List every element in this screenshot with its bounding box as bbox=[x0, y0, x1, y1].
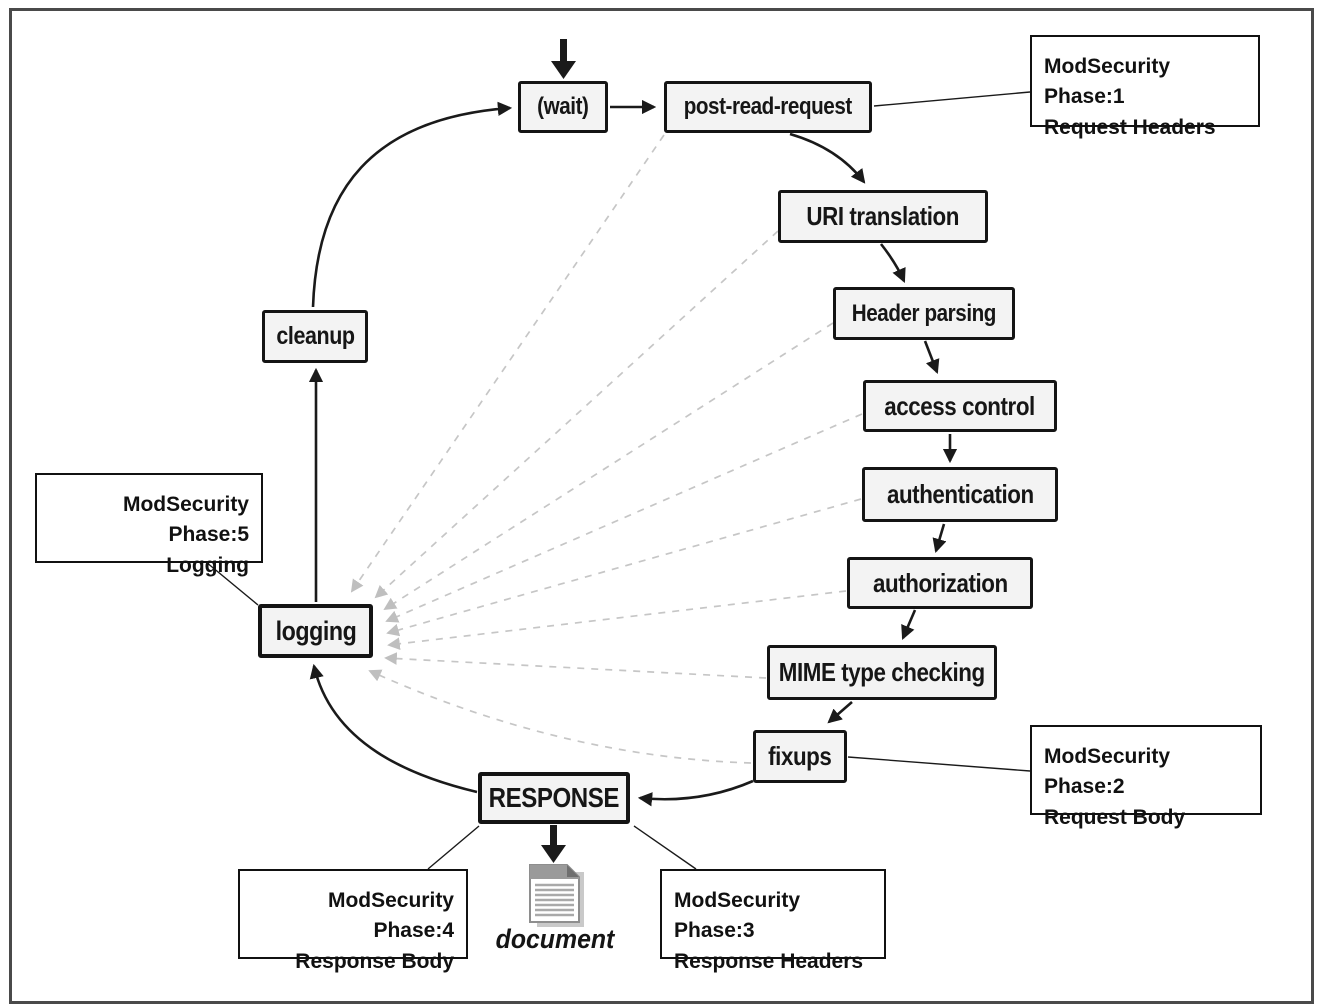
dashed-post-read-to-logging bbox=[350, 134, 665, 593]
annotation-phase5-line1: ModSecurity Phase:5 bbox=[122, 493, 249, 547]
node-fixups-label: fixups bbox=[768, 741, 832, 771]
node-authorization-label: authorization bbox=[872, 567, 1008, 598]
arrow-authz-to-mime bbox=[901, 609, 917, 640]
leader-lines bbox=[205, 91, 1031, 870]
annotation-phase2-line1: ModSecurity Phase:2 bbox=[1044, 745, 1171, 799]
node-mime-type-checking-label: MIME type checking bbox=[779, 657, 985, 687]
annotation-phase1-line1: ModSecurity Phase:1 bbox=[1044, 55, 1171, 109]
arrow-response-to-document bbox=[541, 825, 566, 863]
dashed-authn-to-logging bbox=[386, 498, 862, 637]
node-response-label: RESPONSE bbox=[488, 782, 620, 813]
annotation-phase4-line1: ModSecurity Phase:4 bbox=[327, 889, 454, 943]
dashed-header-to-logging bbox=[383, 322, 834, 611]
flow-arrows bbox=[308, 99, 958, 807]
annotation-phase4: ModSecurity Phase:4 Response Body bbox=[238, 869, 468, 973]
thick-arrows bbox=[541, 39, 576, 863]
leader-phase1 bbox=[873, 91, 1031, 107]
leader-phase5 bbox=[205, 561, 259, 606]
node-header-parsing: Header parsing bbox=[833, 287, 1015, 340]
node-post-read-request: post-read-request bbox=[664, 81, 872, 133]
arrow-post-read-to-uri bbox=[789, 132, 866, 184]
annotation-phase5-line2: Logging bbox=[166, 553, 249, 577]
node-authentication-label: authentication bbox=[886, 479, 1034, 509]
document-icon bbox=[529, 864, 584, 927]
node-uri-translation-label: URI translation bbox=[806, 201, 960, 231]
annotation-phase2: ModSecurity Phase:2 Request Body bbox=[1030, 725, 1262, 829]
node-authentication: authentication bbox=[862, 467, 1058, 522]
dashed-fixups-to-logging bbox=[368, 669, 752, 764]
annotation-phase2-line2: Request Body bbox=[1044, 805, 1186, 829]
node-wait-label: (wait) bbox=[537, 93, 589, 120]
arrow-fixups-to-response bbox=[637, 779, 754, 807]
arrow-response-to-logging bbox=[309, 663, 478, 794]
node-access-control-label: access control bbox=[884, 390, 1036, 421]
node-uri-translation: URI translation bbox=[778, 190, 988, 243]
arrow-mime-to-fixups bbox=[827, 701, 853, 724]
arrow-uri-to-header bbox=[879, 243, 906, 283]
leader-phase3 bbox=[633, 825, 697, 870]
leader-phase4 bbox=[427, 825, 480, 870]
annotation-phase1-line2: Request Headers bbox=[1044, 115, 1216, 139]
arrow-entry-into-wait bbox=[551, 39, 576, 79]
annotation-phase1: ModSecurity Phase:1 Request Headers bbox=[1030, 35, 1260, 139]
annotation-phase3: ModSecurity Phase:3 Response Headers bbox=[660, 869, 886, 973]
arrow-header-to-access bbox=[923, 340, 940, 375]
node-mime-type-checking: MIME type checking bbox=[767, 645, 997, 700]
node-cleanup-label: cleanup bbox=[275, 322, 355, 350]
node-post-read-request-label: post-read-request bbox=[683, 93, 853, 120]
annotation-phase3-line1: ModSecurity Phase:3 bbox=[674, 889, 801, 943]
annotation-phase5: ModSecurity Phase:5 Logging bbox=[35, 473, 263, 577]
annotation-phase4-line2: Response Body bbox=[295, 949, 454, 973]
annotation-phase3-line2: Response Headers bbox=[674, 949, 864, 973]
dashed-access-to-logging bbox=[385, 413, 863, 623]
dashed-mime-to-logging bbox=[384, 652, 767, 679]
node-cleanup: cleanup bbox=[262, 310, 368, 363]
arrow-cleanup-to-wait bbox=[311, 101, 513, 308]
node-authorization: authorization bbox=[847, 557, 1033, 609]
node-logging: logging bbox=[258, 604, 373, 658]
node-access-control: access control bbox=[863, 380, 1057, 432]
node-logging-label: logging bbox=[275, 615, 356, 646]
node-fixups: fixups bbox=[753, 730, 847, 783]
dashed-arrows-to-logging bbox=[350, 134, 863, 764]
dashed-uri-to-logging bbox=[374, 230, 779, 599]
document-label: document bbox=[495, 924, 615, 954]
node-response: RESPONSE bbox=[478, 772, 630, 824]
node-header-parsing-label: Header parsing bbox=[851, 299, 997, 327]
node-wait: (wait) bbox=[518, 81, 608, 133]
dashed-authz-to-logging bbox=[387, 590, 847, 651]
leader-phase2 bbox=[847, 756, 1031, 772]
arrow-authn-to-authz bbox=[932, 523, 947, 554]
